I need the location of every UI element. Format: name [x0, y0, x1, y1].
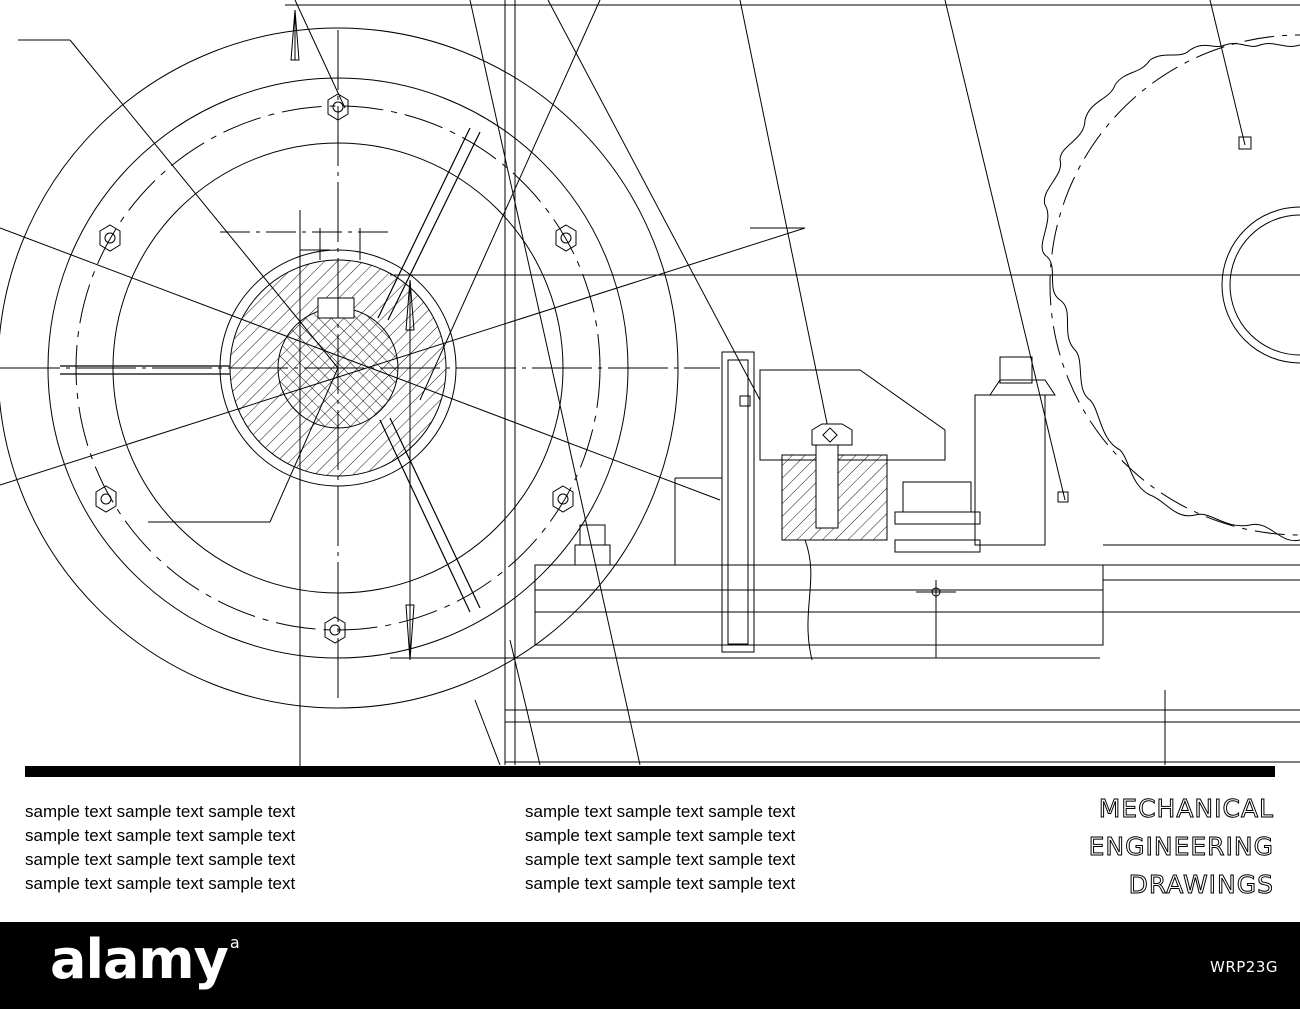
flange-view [0, 0, 805, 770]
sample-text-left: sample text sample text sample text samp… [25, 800, 295, 896]
bolt-heads [96, 94, 576, 643]
text-line: sample text sample text sample text [525, 826, 796, 845]
image-id: WRP23G [1209, 958, 1278, 976]
text-line: sample text sample text sample text [25, 850, 296, 869]
sprocket-gear [740, 35, 1300, 541]
divider-bar [25, 766, 1275, 777]
sample-text-right: sample text sample text sample text samp… [525, 800, 795, 896]
logo-mark: a [229, 933, 240, 952]
logo-text: alamy [50, 928, 229, 991]
text-line: sample text sample text sample text [525, 874, 796, 893]
title-line-1: MECHANICAL [1098, 794, 1274, 824]
text-line: sample text sample text sample text [25, 802, 296, 821]
title-line-2: ENGINEERING [1088, 832, 1274, 862]
text-line: sample text sample text sample text [525, 802, 796, 821]
title-block: MECHANICAL ENGINEERING DRAWINGS [1088, 790, 1274, 904]
text-line: sample text sample text sample text [525, 850, 796, 869]
mechanism-side-view [535, 352, 1300, 660]
text-line: sample text sample text sample text [25, 826, 296, 845]
text-line: sample text sample text sample text [25, 874, 296, 893]
mechanical-drawing [0, 0, 1300, 770]
title-line-3: DRAWINGS [1128, 870, 1274, 900]
